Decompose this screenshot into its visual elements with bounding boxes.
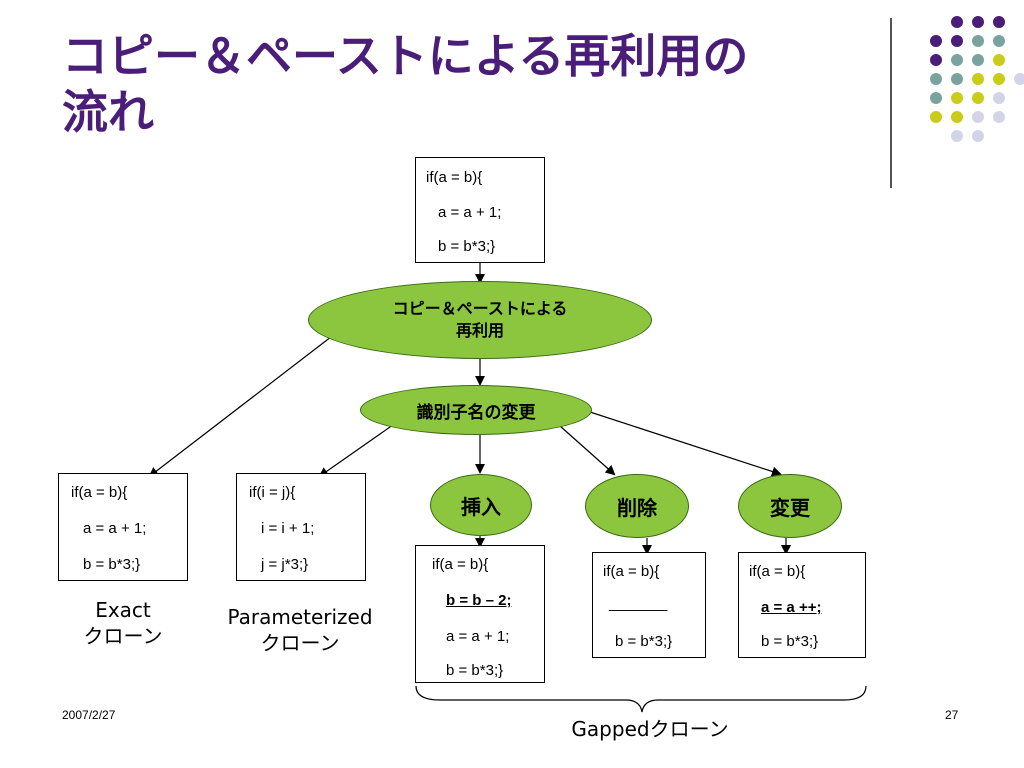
decorative-dot	[930, 54, 942, 66]
decorative-dot	[993, 16, 1005, 28]
parameterized-clone-caption-line1: Parameterized	[227, 605, 373, 629]
deleted-code-line: _______	[609, 595, 668, 612]
decorative-dot	[993, 54, 1005, 66]
insert-node: 挿入	[430, 474, 532, 536]
decorative-dot	[972, 73, 984, 85]
gapped-brace	[415, 685, 867, 713]
decorative-dot	[972, 92, 984, 104]
decorative-dot	[993, 92, 1005, 104]
code-line: b = b*3;}	[615, 633, 673, 650]
inserted-code-line: b = b – 2;	[446, 592, 512, 609]
decorative-dot	[930, 35, 942, 47]
slide-title: コピー＆ペーストによる再利用の 流れ	[62, 28, 862, 140]
code-line: b = b*3;}	[438, 238, 496, 255]
decorative-dot	[951, 92, 963, 104]
decorative-dot	[972, 35, 984, 47]
slide-date: 2007/2/27	[62, 708, 116, 722]
code-line: if(a = b){	[749, 563, 806, 580]
decorative-dot	[951, 111, 963, 123]
copy-paste-node: コピー＆ペーストによる 再利用	[308, 281, 652, 359]
arrow-rename-to-modify	[589, 411, 782, 477]
decorative-dot	[930, 73, 942, 85]
gapped-clone-caption: Gappedクローン	[571, 717, 729, 741]
modify-clone-code-box: if(a = b){ a = a ++; b = b*3;}	[738, 552, 866, 658]
code-line: a = a + 1;	[438, 204, 502, 221]
parameterized-clone-code-box: if(i = j){ i = i + 1; j = j*3;}	[236, 473, 366, 581]
copy-paste-label-line2: 再利用	[455, 321, 504, 340]
code-line: j = j*3;}	[261, 556, 309, 573]
exact-clone-caption-line1: Exact	[95, 598, 151, 622]
code-line: if(a = b){	[426, 169, 483, 186]
original-code-box: if(a = b){ a = a + 1; b = b*3;}	[415, 157, 545, 263]
decorative-dot	[951, 35, 963, 47]
decorative-dot	[993, 111, 1005, 123]
decorative-dot	[993, 73, 1005, 85]
delete-clone-code-box: if(a = b){ _______ b = b*3;}	[592, 552, 706, 658]
arrow-copypaste-to-exact	[148, 329, 341, 478]
slide-title-line2: 流れ	[62, 85, 154, 139]
code-line: if(i = j){	[249, 484, 296, 501]
modified-code-line: a = a ++;	[761, 599, 822, 616]
decorative-dot	[1014, 73, 1024, 85]
delete-label: 削除	[617, 495, 657, 520]
slide-title-line1: コピー＆ペーストによる再利用の	[62, 29, 749, 83]
copy-paste-label-line1: コピー＆ペーストによる	[392, 299, 568, 318]
exact-clone-caption: Exact クローン	[58, 597, 188, 649]
modify-label: 変更	[770, 495, 810, 520]
code-line: if(a = b){	[603, 563, 660, 580]
decorative-dot	[972, 130, 984, 142]
parameterized-clone-caption: Parameterized クローン	[200, 604, 400, 656]
code-line: b = b*3;}	[83, 556, 141, 573]
decorative-dot	[972, 54, 984, 66]
rename-identifier-label: 識別子名の変更	[416, 402, 536, 423]
exact-clone-caption-line2: クローン	[83, 624, 163, 648]
decorative-dot	[930, 111, 942, 123]
decorative-dot	[951, 16, 963, 28]
slide-page-number: 27	[945, 708, 959, 722]
decorative-dot	[951, 73, 963, 85]
delete-node: 削除	[585, 474, 689, 538]
arrow-rename-to-delete	[559, 425, 616, 476]
exact-clone-code-box: if(a = b){ a = a + 1; b = b*3;}	[58, 473, 188, 581]
insert-label: 挿入	[461, 494, 501, 519]
code-line: i = i + 1;	[261, 520, 315, 537]
decorative-dot	[951, 54, 963, 66]
rename-identifier-node: 識別子名の変更	[360, 385, 592, 435]
arrow-rename-to-parameterized	[318, 419, 401, 478]
insert-clone-code-box: if(a = b){ b = b – 2; a = a + 1; b = b*3…	[415, 545, 545, 683]
decorative-dot	[951, 130, 963, 142]
code-line: a = a + 1;	[83, 520, 147, 537]
decorative-dot	[972, 16, 984, 28]
code-line: a = a + 1;	[446, 628, 510, 645]
decorative-dot	[930, 92, 942, 104]
parameterized-clone-caption-line2: クローン	[260, 631, 340, 655]
code-line: if(a = b){	[71, 484, 128, 501]
modify-node: 変更	[738, 474, 842, 538]
code-line: b = b*3;}	[446, 662, 504, 679]
decorative-dot	[993, 35, 1005, 47]
code-line: b = b*3;}	[761, 633, 819, 650]
decorative-dot	[972, 111, 984, 123]
decorative-divider	[890, 18, 892, 188]
code-line: if(a = b){	[432, 556, 489, 573]
